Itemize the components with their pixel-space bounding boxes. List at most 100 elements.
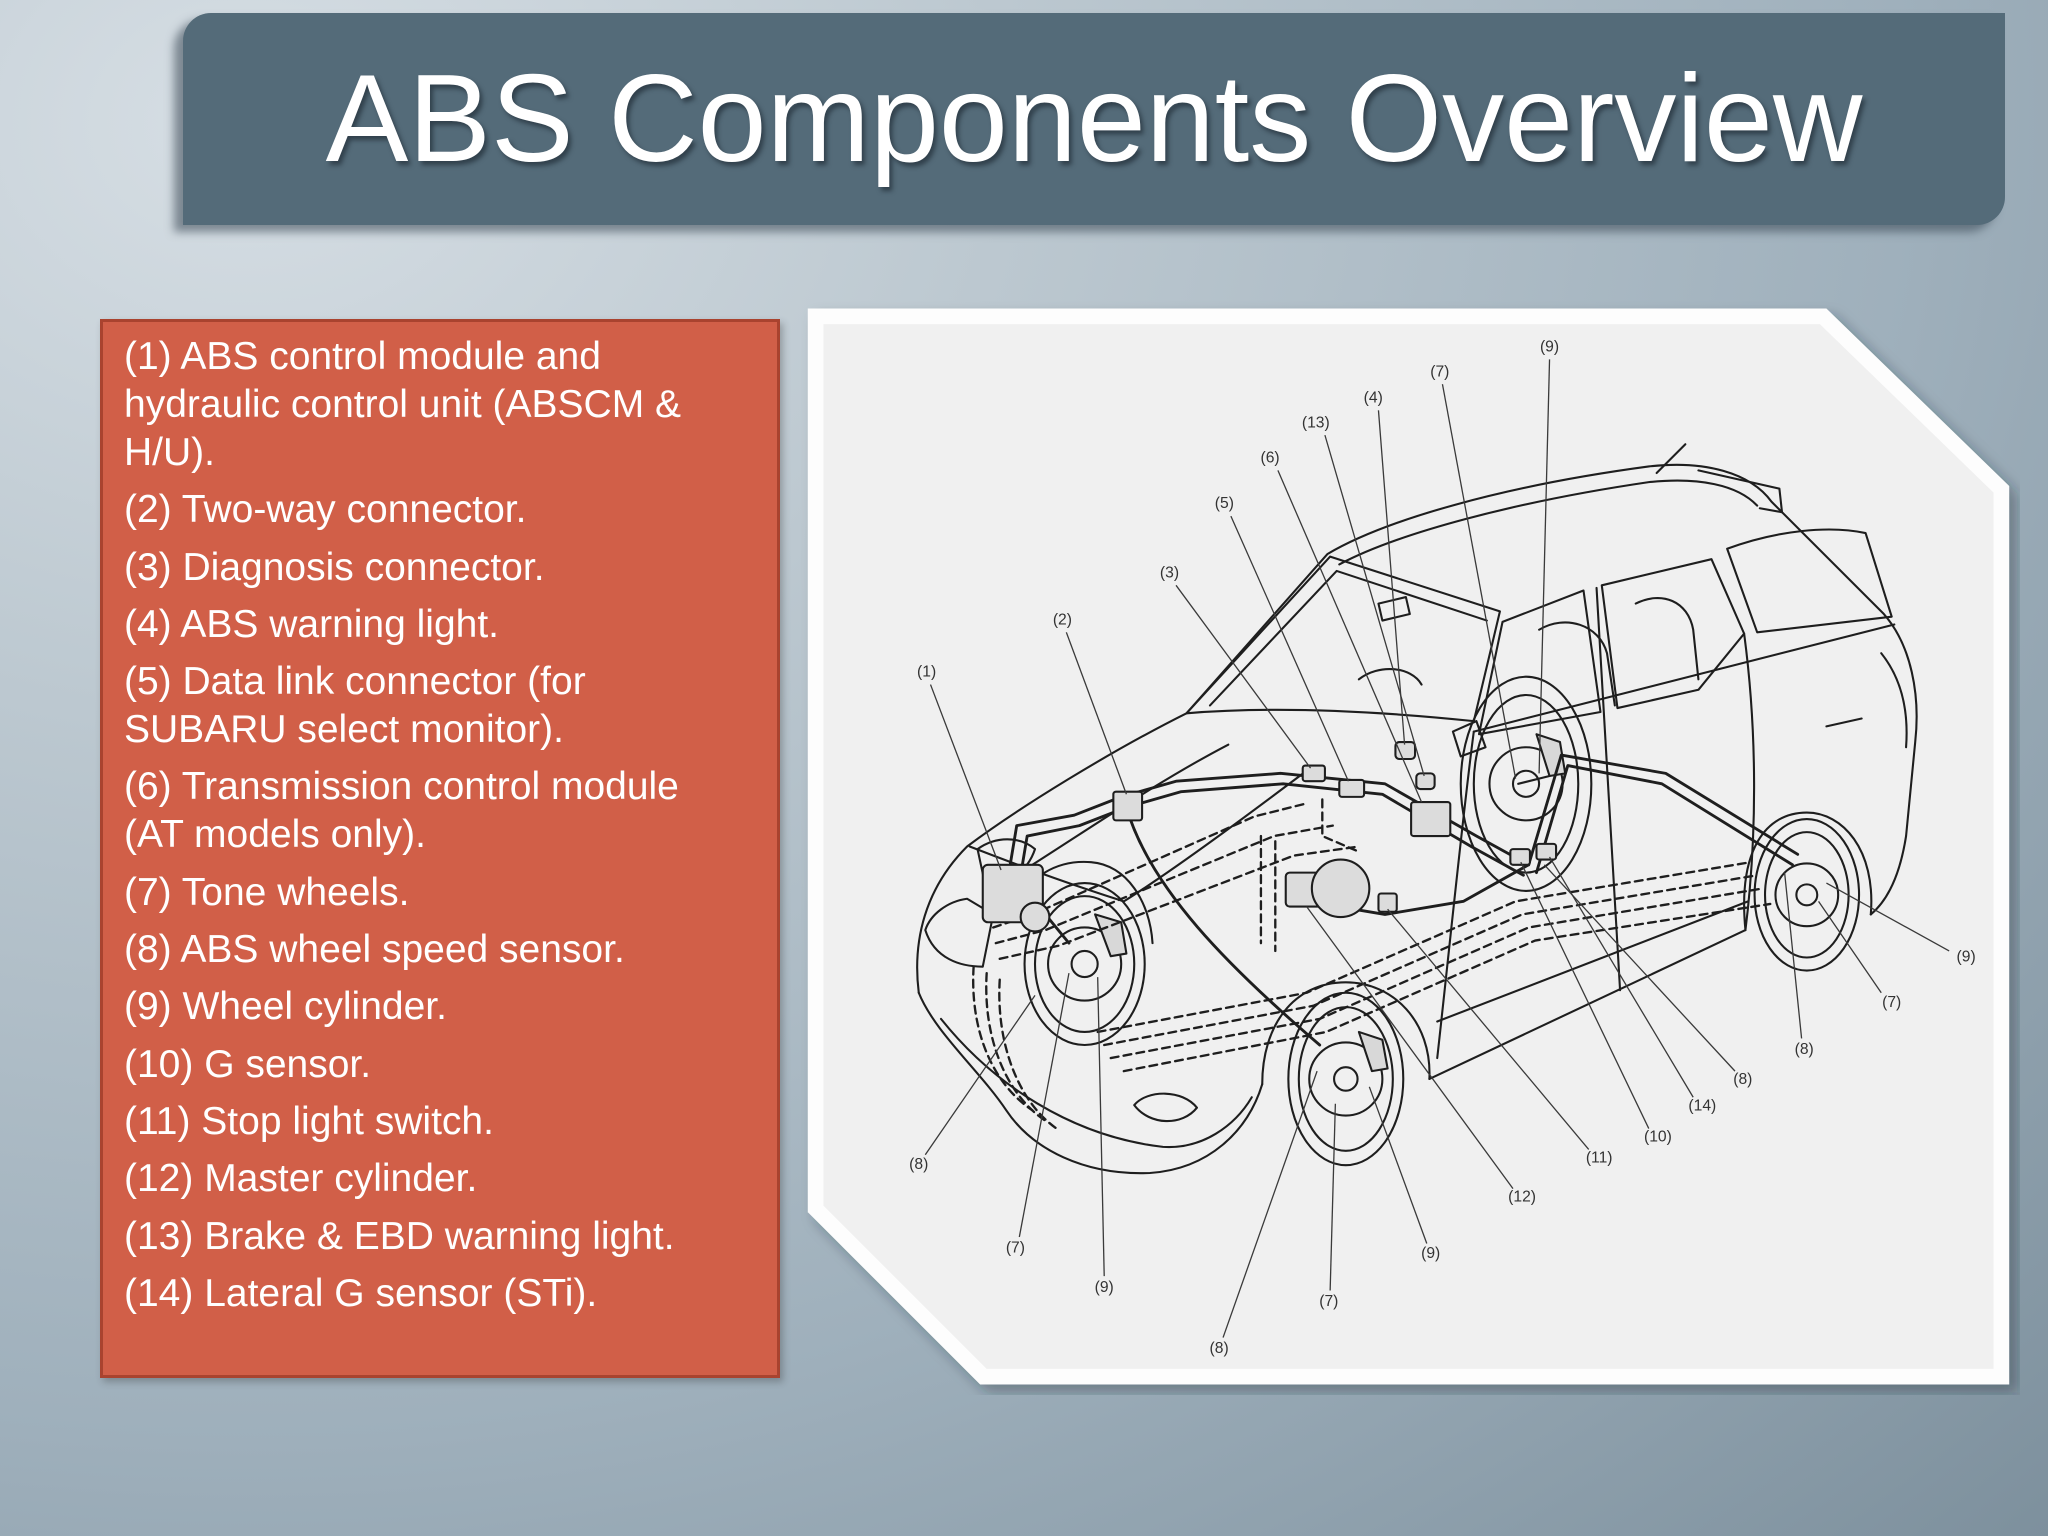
harness-line (1103, 874, 1759, 1047)
windshield-inner (1208, 569, 1488, 707)
belt-line (1472, 623, 1896, 733)
harness-line (998, 845, 1361, 960)
rim (1033, 895, 1136, 1033)
leader-line (1548, 856, 1694, 1098)
rear-quarter-window (1726, 528, 1893, 634)
wheel-rear-near (1753, 818, 1861, 972)
leader-line (1324, 434, 1425, 777)
callout-label: (10) (1644, 1129, 1672, 1146)
rear-spoiler (1697, 469, 1784, 514)
callout-labels: (9) (7) (4) (13) (6) (5) (3) (2) (1) (9)… (909, 339, 1976, 1358)
leader-line (1377, 410, 1406, 745)
leader-line (1441, 384, 1517, 779)
grille (924, 897, 995, 968)
abs-diagram: (9) (7) (4) (13) (6) (5) (3) (2) (1) (9)… (807, 308, 2018, 1393)
rearview-mirror (1377, 596, 1411, 622)
caliper (1094, 913, 1128, 958)
callout-label: (4) (1364, 389, 1383, 406)
hub (1070, 949, 1099, 979)
diagnosis-connector (1301, 764, 1326, 783)
callout-label: (9) (1095, 1279, 1114, 1296)
diagram-panel (823, 324, 1994, 1369)
callout-label: (3) (1160, 564, 1179, 581)
rear-lamp (1880, 652, 1908, 749)
lateral-g-sensor (1535, 842, 1558, 861)
callout-label: (8) (1210, 1340, 1229, 1357)
tire (1023, 882, 1146, 1047)
brake-pipe (1124, 805, 1322, 1047)
brake-booster (1310, 858, 1371, 919)
callout-label: (12) (1508, 1189, 1536, 1206)
hub (1333, 1066, 1359, 1092)
front-near-wheel-arch (1261, 981, 1431, 1086)
list-item: (3) Diagnosis connector. (124, 545, 545, 589)
hub (1511, 769, 1541, 798)
callout-label: (8) (1733, 1071, 1752, 1088)
leader-line (1783, 872, 1803, 1039)
door-handle (1517, 774, 1551, 785)
leader-line (1387, 908, 1590, 1150)
callout-label: (7) (1882, 994, 1901, 1011)
brake-pipe (1527, 753, 1800, 867)
g-sensor (1509, 848, 1531, 866)
list-item: (7) Tone wheels. (124, 870, 410, 914)
list-item: (9) Wheel cylinder. (124, 985, 447, 1029)
callout-label: (9) (1421, 1245, 1440, 1262)
door-crease (1436, 900, 1750, 1023)
brake-rotor (1308, 1041, 1384, 1117)
tire (1287, 991, 1405, 1167)
side-mirror (1451, 720, 1487, 758)
antenna (1655, 443, 1687, 475)
leader-line (1826, 882, 1950, 952)
list-item: (14) Lateral G sensor (STi). (124, 1271, 598, 1315)
abs-warning-light (1394, 740, 1417, 761)
harness-line (985, 972, 1047, 1122)
component-list: (1) ABS control module and hydraulic con… (124, 333, 724, 1318)
side-sill (1428, 929, 1747, 1081)
list-item: (4) ABS warning light. (124, 602, 500, 646)
leader-line (1329, 1103, 1337, 1291)
two-way-connector (1112, 790, 1144, 822)
harness-line (1122, 902, 1772, 1073)
cowl-line (1185, 708, 1475, 723)
abs-pump-motor (1019, 901, 1051, 933)
callout-label: (8) (1795, 1041, 1814, 1058)
list-item: (11) Stop light switch. (124, 1099, 494, 1143)
seat (1634, 597, 1700, 681)
leader-line (1018, 973, 1070, 1238)
leader-line (1175, 584, 1312, 769)
callout-label: (13) (1302, 414, 1330, 431)
harness-line (1321, 798, 1361, 853)
callout-label: (9) (1957, 948, 1976, 965)
list-item: (10) G sensor. (124, 1042, 372, 1086)
wheel-front-far (1023, 882, 1146, 1047)
brake-rotor (1047, 926, 1123, 1002)
brake-pipe (1535, 764, 1794, 875)
front-bumper (917, 991, 1264, 1175)
component-list-box: (1) ABS control module and hydraulic con… (100, 319, 780, 1378)
callout-label: (7) (1430, 363, 1449, 380)
car-body-outline (916, 463, 1918, 994)
callout-label: (9) (1540, 339, 1559, 356)
harness-line (972, 965, 1034, 1112)
leader-line (924, 995, 1036, 1156)
leader-line (1818, 900, 1882, 994)
leader-line (1306, 906, 1514, 1190)
windshield (1185, 555, 1501, 723)
b-pillar-line (1595, 586, 1622, 992)
sensor-harness (972, 798, 1772, 1132)
callout-label: (6) (1260, 450, 1279, 467)
seat (1538, 621, 1616, 707)
leader-line (929, 684, 1002, 871)
leader-line (1368, 1086, 1428, 1244)
brake-rotor (1774, 862, 1840, 928)
leader-line (1222, 1070, 1318, 1338)
leader-line (1520, 861, 1650, 1129)
callout-label: (14) (1688, 1097, 1716, 1114)
list-item: (8) ABS wheel speed sensor. (124, 928, 625, 972)
hub (1795, 883, 1819, 907)
title-banner: ABS Components Overview (183, 13, 2005, 225)
fog-light (1133, 1092, 1198, 1123)
list-item: (6) Transmission control module (AT mode… (124, 765, 679, 857)
leader-line (1543, 864, 1736, 1072)
